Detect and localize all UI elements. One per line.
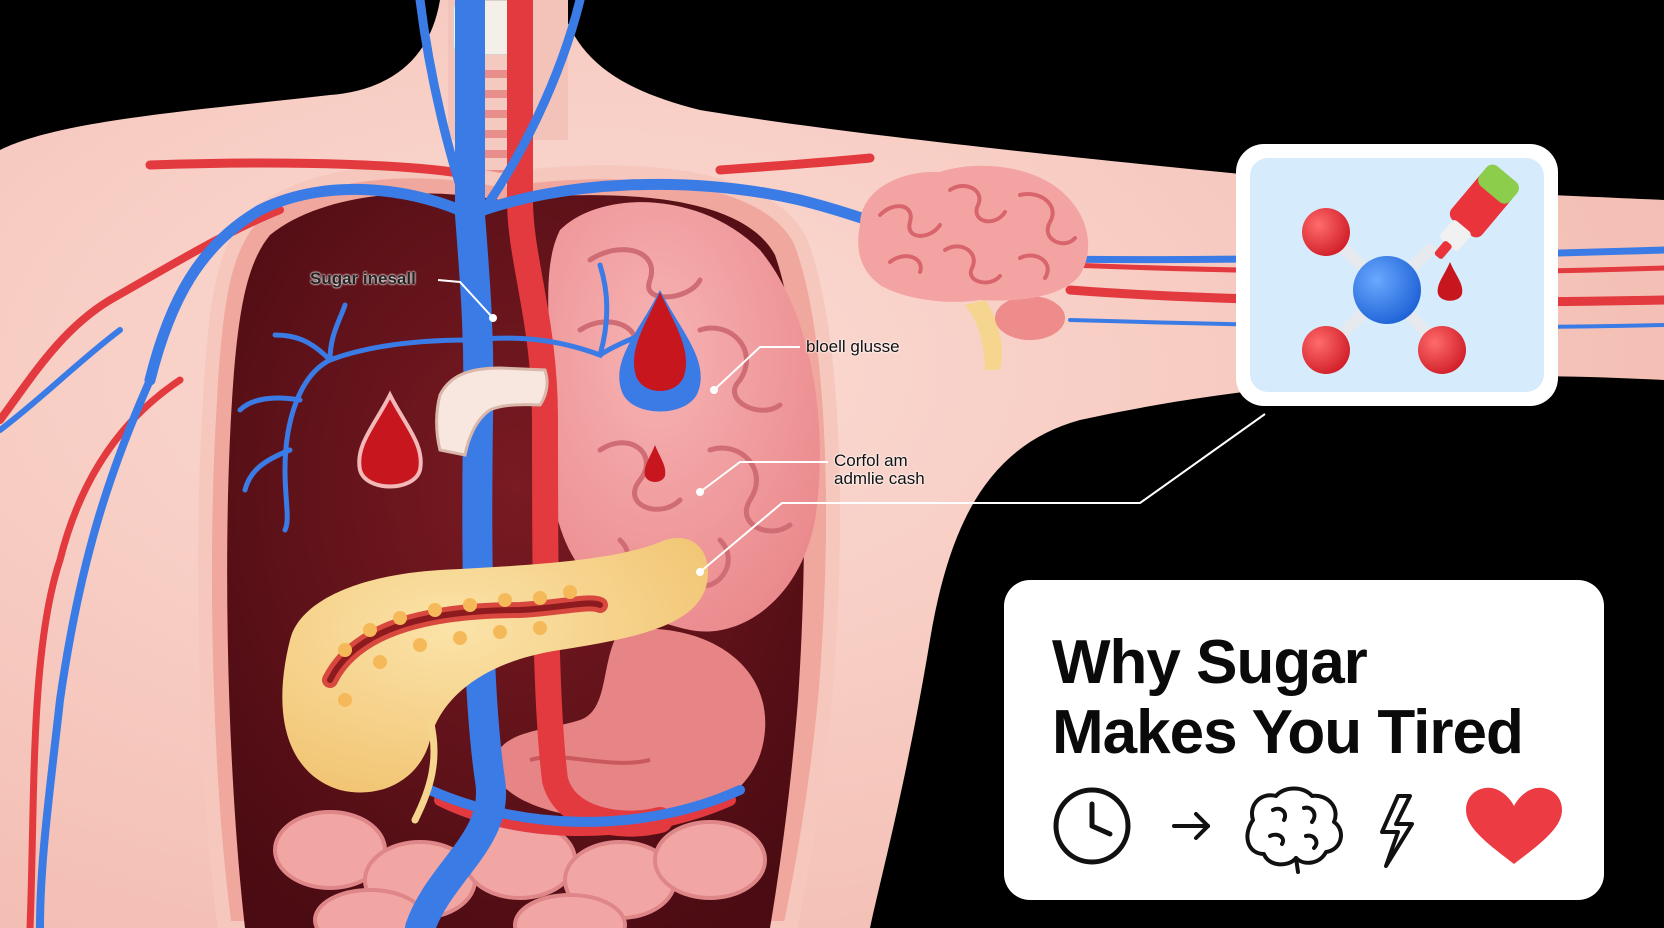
blood-drop-left-icon — [357, 390, 423, 489]
brain-organ — [858, 165, 1089, 370]
blood-drop-small-icon — [644, 445, 666, 482]
molecule-panel — [1236, 144, 1558, 406]
molecule-atom — [1302, 326, 1350, 374]
lightning-icon — [1380, 794, 1414, 868]
molecule-atom — [1418, 326, 1466, 374]
title-line-2: Makes You Tired — [1052, 698, 1524, 767]
title-icon-row — [1053, 786, 1562, 874]
title: Why Sugar Makes You Tired — [1052, 628, 1592, 768]
pancreas-dots — [338, 585, 577, 707]
molecule-atom — [1302, 208, 1350, 256]
callout-cortisol-line2: admlie cash — [834, 469, 925, 488]
brain-icon — [1245, 786, 1343, 874]
dropper-icon — [1434, 164, 1519, 259]
molecule-center-atom — [1353, 256, 1421, 324]
heart-icon — [1466, 787, 1562, 864]
callout-cortisol-line1: Corfol am — [834, 451, 908, 470]
blood-drop-large-icon — [619, 290, 701, 412]
pancreatic-duct — [411, 716, 438, 824]
arrow-right-icon — [1172, 812, 1210, 840]
title-line-1: Why Sugar — [1052, 628, 1368, 697]
sternum-piece — [435, 366, 549, 457]
title-card: Why Sugar Makes You Tired — [1004, 580, 1604, 900]
clock-icon — [1053, 787, 1131, 865]
dropper-blood-drop-icon — [1437, 262, 1463, 301]
callout-sugar: Sugar inesall — [310, 269, 416, 288]
callout-blood-glucose: bloell glusse — [806, 337, 900, 356]
leader-lines — [437, 279, 1266, 576]
